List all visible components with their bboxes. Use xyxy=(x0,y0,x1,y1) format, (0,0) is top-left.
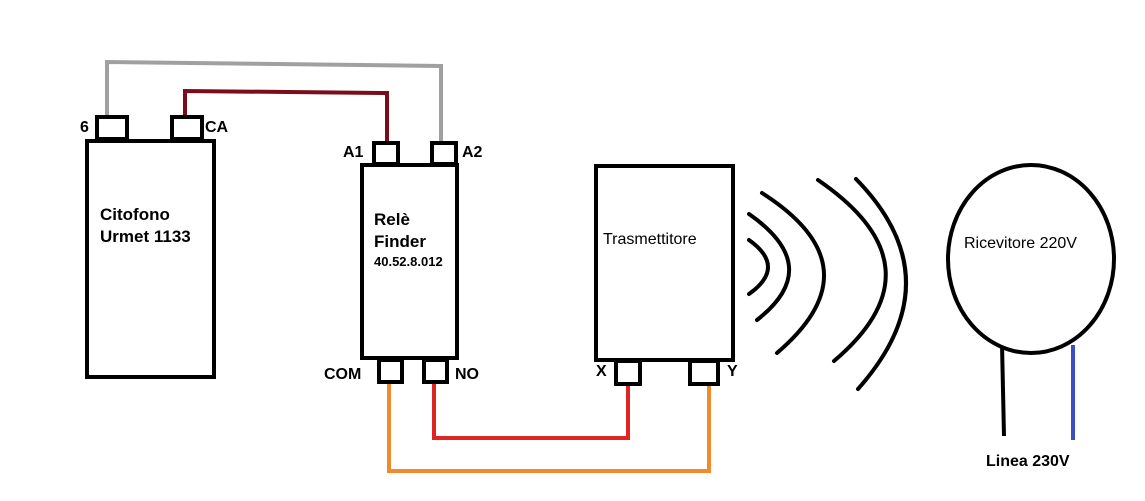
intercom-title-line2: Urmet 1133 xyxy=(100,227,191,246)
transmitter-terminal-y xyxy=(688,359,720,386)
relay-terminal-no xyxy=(422,358,449,384)
relay-title-line1: Relè xyxy=(374,210,410,229)
transmitter-x-label: X xyxy=(596,363,607,380)
relay-title-line2: Finder xyxy=(374,232,426,251)
relay-box xyxy=(360,163,459,360)
wire-red-no-to-x xyxy=(432,382,630,440)
radio-wave-5 xyxy=(854,177,908,391)
intercom-terminal-6-label: 6 xyxy=(80,119,89,136)
wire-gray-6-to-a2 xyxy=(105,59,443,146)
relay-terminal-a2 xyxy=(430,141,458,166)
receiver-title: Ricevitore 220V xyxy=(964,235,1077,252)
intercom-box xyxy=(85,139,216,379)
relay-a1-label: A1 xyxy=(343,144,364,161)
relay-no-label: NO xyxy=(455,366,479,383)
wire-black-mains xyxy=(1000,343,1006,437)
radio-wave-2 xyxy=(747,212,792,322)
relay-block: A1 A2 COM NO Relè Finder 40.52.8.012 xyxy=(324,141,483,384)
relay-terminal-a1 xyxy=(372,141,400,166)
receiver-block: Ricevitore 220V Linea 230V xyxy=(946,163,1116,470)
relay-model: 40.52.8.012 xyxy=(374,254,443,269)
radio-wave-3 xyxy=(760,191,826,355)
radio-wave-4 xyxy=(816,178,888,363)
intercom-block: 6 CA Citofono Urmet 1133 xyxy=(80,115,229,379)
transmitter-terminal-x xyxy=(614,359,642,386)
radio-wave-1 xyxy=(747,238,770,296)
transmitter-box xyxy=(594,164,735,362)
radio-waves-icon xyxy=(747,177,908,391)
transmitter-block: X Y Trasmettitore xyxy=(594,164,738,386)
transmitter-y-label: Y xyxy=(727,363,738,380)
relay-com-label: COM xyxy=(324,366,361,383)
relay-a2-label: A2 xyxy=(462,144,483,161)
wire-darkred-ca-to-a1 xyxy=(183,88,389,146)
intercom-terminal-ca-label: CA xyxy=(205,119,229,136)
transmitter-title: Trasmettitore xyxy=(603,231,697,248)
mains-label: Linea 230V xyxy=(986,453,1070,470)
receiver-circle xyxy=(946,163,1116,355)
relay-terminal-com xyxy=(377,358,404,384)
intercom-terminal-ca xyxy=(170,115,204,141)
intercom-title-line1: Citofono xyxy=(100,205,170,224)
wire-orange-com-to-y xyxy=(387,382,711,473)
intercom-terminal-6 xyxy=(95,115,129,141)
